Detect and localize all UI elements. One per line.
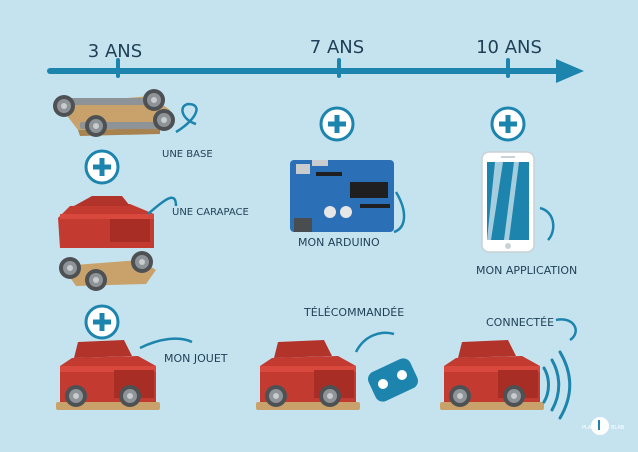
base-label: UNE BASE bbox=[162, 149, 213, 160]
remote-control-icon bbox=[368, 358, 418, 402]
plus-icon-2 bbox=[84, 304, 120, 340]
plus-icon-4 bbox=[490, 106, 526, 142]
arduino-pointer-arrow bbox=[393, 191, 406, 234]
arduino-label: MON ARDUINO bbox=[298, 236, 380, 249]
app-label: MON APPLICATION bbox=[476, 264, 577, 277]
age-label-3: 3 ANS bbox=[88, 41, 142, 62]
toy-pointer-arrow bbox=[139, 337, 193, 350]
logo-left-text: PLAY bbox=[582, 425, 595, 431]
plus-icon-1 bbox=[84, 149, 120, 185]
rc-car-image bbox=[256, 340, 360, 410]
smartphone-image bbox=[481, 151, 535, 253]
remote-pointer-arrow bbox=[354, 331, 395, 353]
connected-label: CONNECTÉE bbox=[486, 316, 554, 329]
signal-waves-icon bbox=[542, 350, 572, 420]
timeline-arrow bbox=[47, 59, 584, 83]
connected-car-image bbox=[440, 340, 544, 410]
connected-pointer-arrow bbox=[555, 318, 577, 342]
age-label-7: 7 ANS bbox=[310, 37, 364, 58]
arduino-board-image bbox=[290, 160, 394, 232]
age-label-10: 10 ANS bbox=[476, 37, 542, 58]
carapace-pointer-arrow bbox=[147, 196, 178, 215]
base-chassis-image bbox=[53, 89, 175, 137]
brand-logo: PLAY BLAB bbox=[582, 417, 625, 435]
carapace-label: UNE CARAPACE bbox=[172, 207, 249, 218]
toy-car-image bbox=[56, 340, 160, 410]
logo-right-text: BLAB bbox=[611, 425, 625, 431]
carapace-image bbox=[58, 196, 154, 248]
toy-label: MON JOUET bbox=[164, 352, 228, 365]
app-pointer-arrow bbox=[539, 206, 555, 241]
base-pointer-arrow bbox=[175, 102, 198, 134]
small-base-image bbox=[59, 251, 156, 291]
remote-label: TÉLÉCOMMANDÉE bbox=[303, 306, 404, 319]
plus-icon-3 bbox=[319, 106, 355, 142]
